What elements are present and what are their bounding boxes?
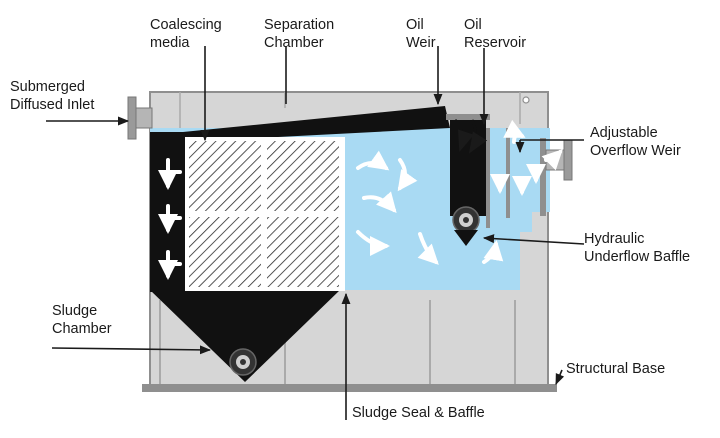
label-line: Weir (406, 35, 436, 51)
structural-base (142, 384, 557, 392)
label-line: Oil (464, 17, 482, 33)
label-line: Overflow Weir (590, 143, 681, 159)
label-sludge-chamber: Sludge Chamber (52, 302, 112, 338)
label-line: Oil (406, 17, 424, 33)
label-oil-reservoir: Oil Reservoir (464, 16, 526, 52)
label-line: Sludge (52, 303, 98, 319)
inlet-flange (127, 96, 153, 140)
label-hydraulic-underflow-baffle: Hydraulic Underflow Baffle (584, 230, 690, 266)
leader-lines (46, 46, 585, 420)
label-separation-chamber: Separation Chamber (264, 16, 334, 52)
oil-flow-arrows (453, 118, 488, 154)
label-sludge-seal-baffle: Sludge Seal & Baffle (352, 405, 485, 421)
label-line: Adjustable (590, 125, 658, 141)
label-line: Submerged (10, 79, 85, 95)
label-line: Reservoir (464, 35, 527, 51)
label-coalescing-media: Coalescing media (150, 16, 222, 52)
label-line: Hydraulic (584, 231, 645, 247)
label-line: Chamber (52, 321, 112, 337)
label-line: Underflow Baffle (584, 249, 691, 265)
sludge-hopper (150, 290, 340, 382)
label-adjustable-overflow-weir: Adjustable Overflow Weir (590, 124, 681, 160)
label-submerged-diffused-inlet: Submerged Diffused Inlet (10, 78, 94, 114)
coalescing-media (185, 137, 345, 291)
label-line: media (150, 35, 190, 51)
oil-layer (183, 106, 450, 142)
label-line: Coalescing (150, 17, 222, 33)
label-line: Chamber (264, 35, 324, 51)
label-structural-base: Structural Base (566, 361, 666, 377)
flow-arrows (158, 119, 563, 280)
label-line: Diffused Inlet (10, 97, 95, 113)
sludge-outlet-flange (229, 348, 257, 376)
label-oil-weir: Oil Weir (406, 16, 436, 52)
label-line: Separation (264, 17, 335, 33)
